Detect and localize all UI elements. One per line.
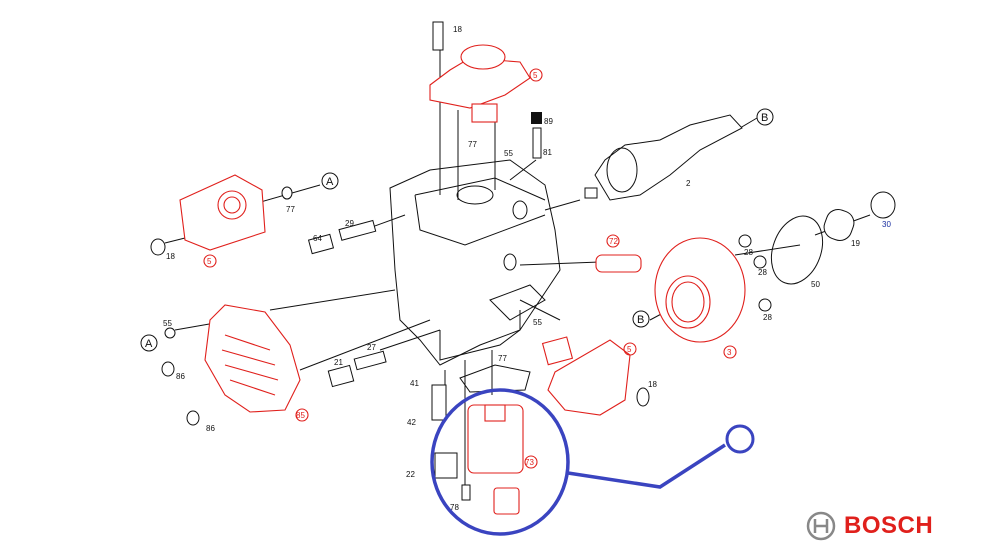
label-22: 22 — [406, 470, 415, 479]
reference-markers — [140, 68, 774, 469]
label-28: 28 — [744, 248, 753, 257]
bosch-armature-logo-icon — [806, 511, 836, 541]
label-B: B — [637, 314, 644, 326]
label-55: 55 — [163, 319, 172, 328]
label-86: 86 — [176, 372, 185, 381]
label-18: 18 — [453, 25, 462, 34]
fitting-72 — [595, 254, 642, 273]
label-A: A — [326, 176, 334, 188]
label-81: 81 — [543, 148, 552, 157]
pump-element-top — [429, 21, 531, 123]
label-77: 77 — [468, 140, 477, 149]
plugs — [307, 112, 542, 388]
label-21: 21 — [334, 358, 343, 367]
label-85: 85 — [296, 411, 305, 420]
label-29: 29 — [345, 219, 354, 228]
bosch-wordmark: BOSCH — [844, 512, 934, 539]
part-labels: 18 5 89 77 55 81 A 77 18 5 29 64 B 2 72 … — [145, 25, 891, 512]
drive-shaft — [584, 114, 743, 201]
label-55: 55 — [504, 149, 513, 158]
label-18: 18 — [648, 380, 657, 389]
label-27: 27 — [367, 343, 376, 352]
metering-unit-73 — [431, 364, 531, 515]
pump-cover-85 — [161, 304, 301, 426]
label-89: 89 — [544, 117, 553, 126]
label-42: 42 — [407, 418, 416, 427]
label-19: 19 — [851, 239, 860, 248]
label-5: 5 — [207, 257, 212, 266]
callout-highlight — [430, 388, 755, 536]
label-28: 28 — [763, 313, 772, 322]
pump-housing — [389, 159, 561, 366]
label-A: A — [145, 338, 153, 350]
label-5: 5 — [533, 71, 538, 80]
label-30: 30 — [882, 220, 891, 229]
label-41: 41 — [410, 379, 419, 388]
pump-element-left — [150, 174, 293, 256]
label-B: B — [761, 112, 768, 124]
label-55: 55 — [533, 318, 542, 327]
label-72: 72 — [609, 237, 618, 246]
label-28: 28 — [758, 268, 767, 277]
bosch-brand: BOSCH — [806, 511, 933, 541]
label-5: 5 — [627, 345, 632, 354]
label-50: 50 — [811, 280, 820, 289]
flange-3 — [654, 191, 896, 343]
label-86: 86 — [206, 424, 215, 433]
label-64: 64 — [313, 234, 322, 243]
label-77: 77 — [498, 354, 507, 363]
label-18: 18 — [166, 252, 175, 261]
label-2: 2 — [686, 179, 691, 188]
label-77: 77 — [286, 205, 295, 214]
pump-element-right — [541, 336, 650, 416]
label-78: 78 — [450, 503, 459, 512]
label-3: 3 — [727, 348, 732, 357]
label-73: 73 — [525, 458, 534, 467]
